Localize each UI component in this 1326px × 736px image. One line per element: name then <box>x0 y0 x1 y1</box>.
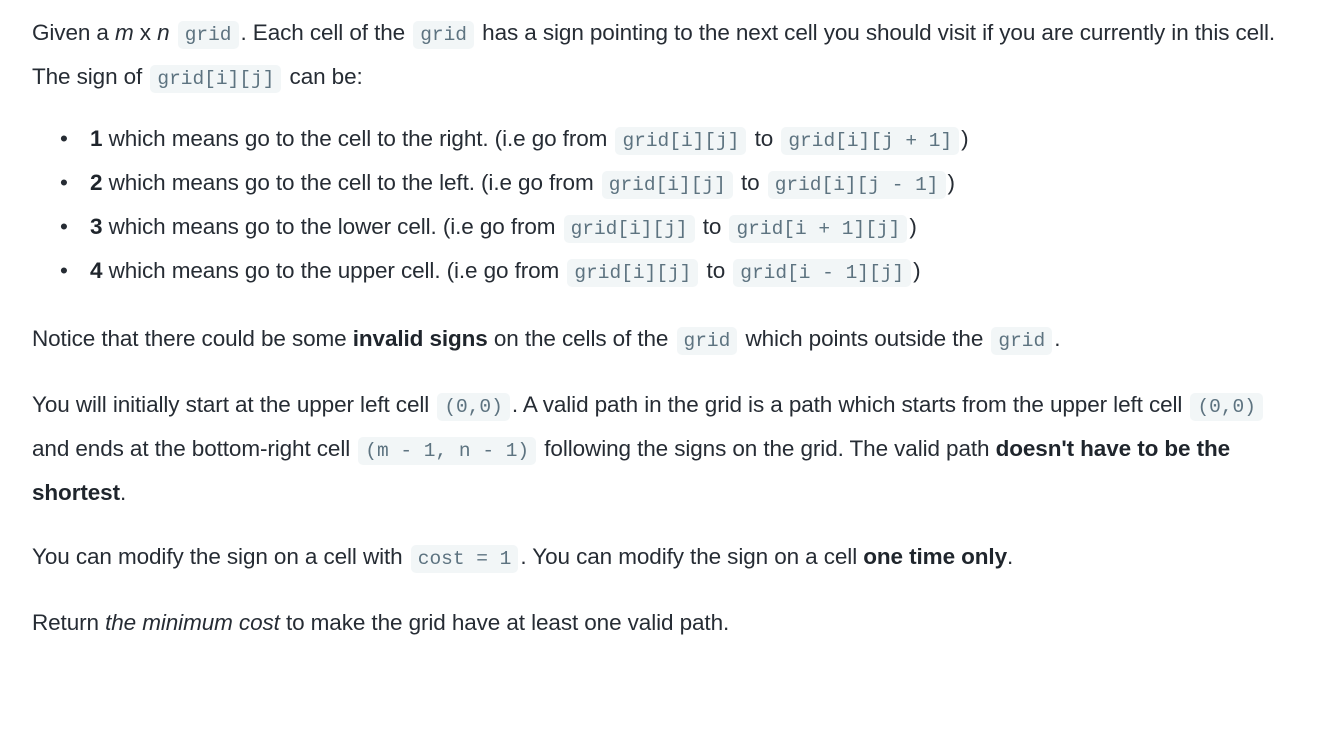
sign-text-after: ) <box>961 126 969 151</box>
code-grid-ij: grid[i][j] <box>150 65 282 93</box>
sign-number: 1 <box>90 126 103 151</box>
start-text-3: and ends at the bottom-right cell <box>32 436 357 461</box>
code-origin: (0,0) <box>1190 393 1263 421</box>
start-text-2: . A valid path in the grid is a path whi… <box>511 392 1189 417</box>
start-text-1: You will initially start at the upper le… <box>32 392 436 417</box>
intro-text-3: has a sign pointing to the next cell you… <box>32 20 1276 89</box>
sign-text-mid: to <box>734 170 766 195</box>
code-cost: cost = 1 <box>410 545 519 573</box>
notice-text-1: Notice that there could be some <box>32 326 353 351</box>
start-text-5: . <box>119 480 127 505</box>
sign-text-after: ) <box>909 214 917 239</box>
modify-text-3: . <box>1007 544 1014 569</box>
sign-text-before: which means go to the cell to the right.… <box>102 126 614 151</box>
sign-text-after: ) <box>947 170 956 195</box>
sign-text-before: which means go to the cell to the left. … <box>102 170 600 195</box>
code-grid: grid <box>676 327 738 355</box>
variable-n: n <box>157 20 170 45</box>
sign-text-mid: to <box>696 214 728 239</box>
list-item: 1 which means go to the cell to the righ… <box>60 118 1296 162</box>
notice-text-4: . <box>1054 326 1061 351</box>
sign-text-mid: to <box>700 258 732 283</box>
modify-bold: one time only <box>863 544 1007 569</box>
start-bold: doesn't have to be the shortest <box>32 436 1231 505</box>
modify-paragraph: You can modify the sign on a cell with c… <box>32 536 1296 580</box>
sign-text-after: ) <box>913 258 921 283</box>
code-from: grid[i][j] <box>567 259 699 287</box>
code-from: grid[i][j] <box>563 215 695 243</box>
notice-bold: invalid signs <box>352 326 488 351</box>
code-grid: grid <box>413 21 475 49</box>
start-text-4: following the signs on the grid. The val… <box>538 436 996 461</box>
sign-number: 2 <box>90 170 103 195</box>
modify-text-2: . You can modify the sign on a cell <box>520 544 864 569</box>
notice-text-3: which points outside the <box>739 326 990 351</box>
return-text-2: to make the grid have at least one valid… <box>279 610 730 635</box>
sign-number: 4 <box>90 258 103 283</box>
code-from: grid[i][j] <box>601 171 733 199</box>
return-paragraph: Return the minimum cost to make the grid… <box>32 602 1296 644</box>
sign-list: 1 which means go to the cell to the righ… <box>32 118 1296 294</box>
intro-text-2: . Each cell of the <box>240 20 412 45</box>
list-item: 3 which means go to the lower cell. (i.e… <box>60 206 1296 250</box>
code-to: grid[i - 1][j] <box>733 259 912 287</box>
notice-paragraph: Notice that there could be some invalid … <box>32 318 1296 362</box>
sign-number: 3 <box>90 214 103 239</box>
problem-description: Given a m x n grid. Each cell of the gri… <box>0 0 1326 644</box>
list-item: 4 which means go to the upper cell. (i.e… <box>60 250 1296 294</box>
modify-text-1: You can modify the sign on a cell with <box>32 544 409 569</box>
intro-text-4: can be: <box>283 64 363 89</box>
sign-text-mid: to <box>748 126 780 151</box>
code-grid: grid <box>177 21 239 49</box>
code-grid: grid <box>991 327 1053 355</box>
sign-text-before: which means go to the lower cell. (i.e g… <box>102 214 562 239</box>
intro-paragraph: Given a m x n grid. Each cell of the gri… <box>32 12 1296 100</box>
start-paragraph: You will initially start at the upper le… <box>32 384 1296 514</box>
variable-m: m <box>115 20 134 45</box>
list-item: 2 which means go to the cell to the left… <box>60 162 1296 206</box>
sign-text-before: which means go to the upper cell. (i.e g… <box>102 258 566 283</box>
code-end-cell: (m - 1, n - 1) <box>358 437 537 465</box>
return-text-1: Return <box>32 610 106 635</box>
code-from: grid[i][j] <box>615 127 747 155</box>
intro-text-1: Given a <box>32 20 115 45</box>
code-to: grid[i][j + 1] <box>781 127 960 155</box>
notice-text-2: on the cells of the <box>487 326 675 351</box>
code-to: grid[i][j - 1] <box>767 171 946 199</box>
code-origin: (0,0) <box>437 393 510 421</box>
return-italic: the minimum cost <box>105 610 280 635</box>
code-to: grid[i + 1][j] <box>729 215 908 243</box>
intro-x: x <box>133 20 158 45</box>
